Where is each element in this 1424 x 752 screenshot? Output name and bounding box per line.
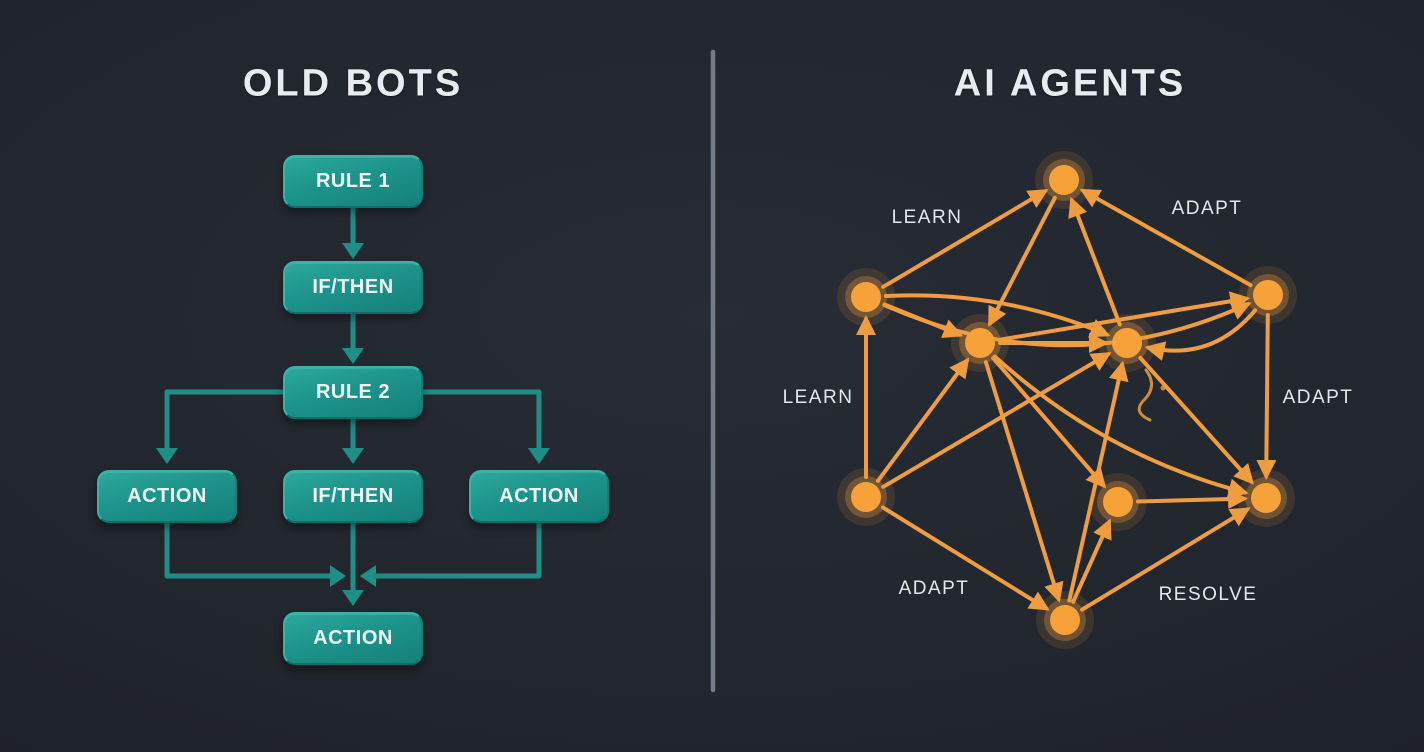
flow-arrowhead — [156, 448, 178, 464]
flow-box-label: RULE 1 — [315, 170, 391, 192]
left-panel-title: OLD BOTS — [242, 62, 464, 105]
network-edge-ur-mr — [1144, 308, 1258, 361]
flow-box-label: ACTION — [127, 485, 207, 507]
flow-box-label: IF/THEN — [312, 485, 394, 507]
flow-arrowhead — [330, 565, 346, 587]
stray-dot-artifact — [1160, 385, 1166, 391]
flow-box-rule1: RULE 1 — [283, 155, 423, 208]
flow-box-action-bottom: ACTION — [283, 612, 423, 665]
network-node-ur — [1253, 280, 1283, 310]
flow-arrowhead — [342, 243, 364, 259]
network-label-resolve: RESOLVE — [1158, 584, 1258, 605]
network-edge-left-mr — [881, 352, 1112, 489]
network-label-adapt-right: ADAPT — [1282, 387, 1354, 408]
flow-connector — [376, 523, 542, 579]
network-node-top — [1049, 165, 1079, 195]
flow-box-label: ACTION — [313, 627, 393, 649]
flow-box-label: ACTION — [499, 485, 579, 507]
flow-box-action-left: ACTION — [97, 470, 237, 523]
network-node-mr — [1112, 328, 1142, 358]
network-edge-left-ml — [875, 357, 970, 483]
network-node-left — [851, 482, 881, 512]
flow-arrowhead — [342, 590, 364, 606]
flow-box-ifthen1: IF/THEN — [283, 261, 423, 314]
flow-connector — [164, 523, 330, 579]
network-edge-lm-lr — [1135, 489, 1249, 510]
network-label-adapt-bottom: ADAPT — [898, 578, 970, 599]
network-node-ml — [965, 328, 995, 358]
network-edge-ml-lr — [992, 354, 1249, 499]
network-edge-bot-lm — [1071, 518, 1112, 604]
network-label-learn-left: LEARN — [782, 387, 854, 408]
flow-arrowhead — [528, 448, 550, 464]
flow-connector — [423, 389, 542, 448]
network-node-lr — [1251, 483, 1281, 513]
network-edge-mr-lr — [1138, 355, 1254, 485]
right-panel-title: AI AGENTS — [953, 62, 1187, 105]
network-edge-ul-ur — [882, 301, 1252, 348]
network-node-ul — [851, 282, 881, 312]
network-edge-ul-top — [881, 189, 1049, 289]
flow-box-ifthen2: IF/THEN — [283, 470, 423, 523]
network-edge-top-ml — [988, 195, 1057, 327]
flow-arrowhead — [360, 565, 376, 587]
flow-arrowhead — [342, 348, 364, 364]
network-edge-bot-lr — [1080, 507, 1251, 612]
network-edge-ml-ur — [997, 291, 1251, 342]
network-edge-ur-top — [1079, 188, 1253, 288]
network-edge-mr-top — [1068, 196, 1122, 327]
network-edge-ml-bot — [983, 360, 1064, 603]
flow-arrowhead — [342, 448, 364, 464]
flow-box-rule2: RULE 2 — [283, 366, 423, 419]
network-edge-bot-mr — [1067, 360, 1129, 603]
network-edge-ml-lm — [991, 356, 1107, 489]
network-label-adapt-top: ADAPT — [1171, 198, 1243, 219]
network-edge-left-bot — [881, 505, 1050, 611]
network-edge-ur-lr — [1256, 312, 1277, 481]
stray-curve-artifact — [1137, 368, 1153, 422]
flow-box-action-right: ACTION — [469, 470, 609, 523]
flow-connector — [164, 389, 283, 448]
network-label-learn-top: LEARN — [891, 207, 963, 228]
flow-box-label: RULE 2 — [315, 381, 391, 403]
flow-box-label: IF/THEN — [312, 276, 394, 298]
network-node-bot — [1050, 605, 1080, 635]
network-node-lm — [1103, 487, 1133, 517]
